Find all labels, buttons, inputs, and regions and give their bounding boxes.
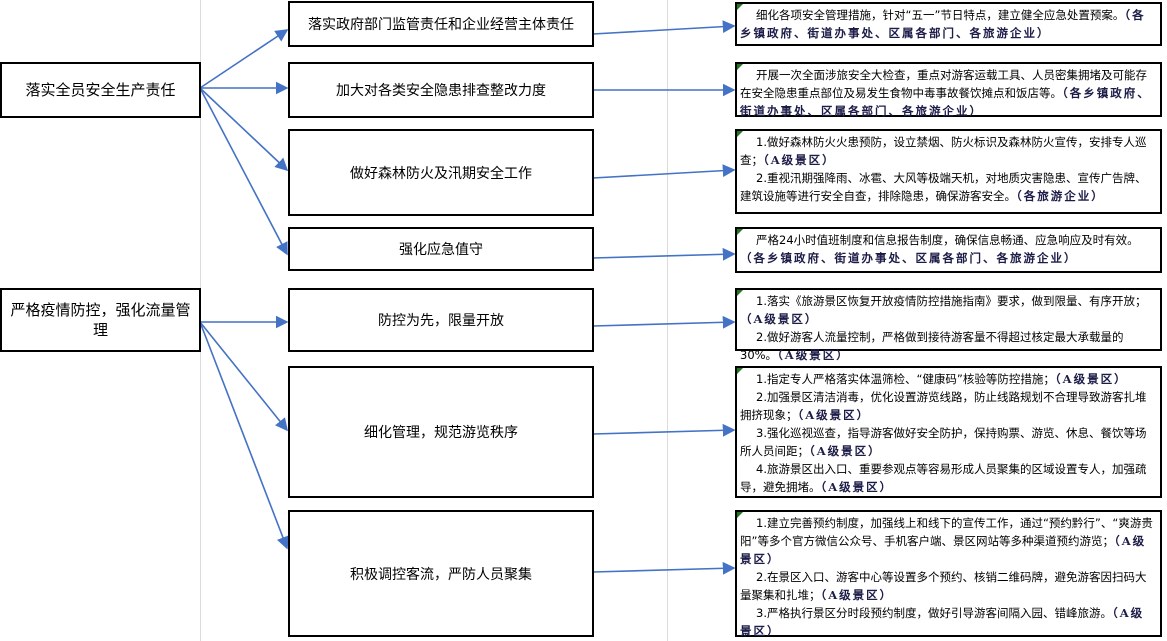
category-label: 落实全员安全生产责任 (25, 81, 176, 99)
detail-paragraph: 2.重视汛期强降雨、冰雹、大风等极端天机，对地质灾害隐患、宣传广告牌、建筑设施等… (740, 169, 1157, 205)
arrow (592, 561, 736, 575)
arrow (199, 29, 289, 89)
grid-line (667, 0, 668, 641)
measure-label: 加大对各类安全隐患排查整改力度 (336, 83, 546, 99)
detail-text: 2.做好游客人流量控制，严格做到接待游客量不得超过核定最大承载量的30%。 (740, 330, 1124, 362)
detail-box: 开展一次全面涉旅安全大检查，重点对游客运载工具、人员密集拥堵及可能存在安全隐患重… (735, 62, 1162, 120)
category-box: 严格疫情防控，强化流量管理 (0, 288, 201, 352)
detail-paragraph: 1.做好森林防火火患预防，设立禁烟、防火标识及森林防火宣传，安排专人巡查；（A级… (740, 133, 1157, 169)
detail-text: 2.加强景区清洁消毒，优化设置游览线路，防止线路规划不合理导致游客扎堆拥挤现象； (740, 390, 1147, 422)
detail-text: 细化各项安全管理措施，针对“五一”节日特点，建立健全应急处置预案。 (756, 8, 1125, 22)
detail-text: 1.建立完善预约制度，加强线上和线下的宣传工作，通过“预约黔行”、“爽游贵阳”等… (740, 516, 1153, 548)
detail-paragraph: 3.强化巡视巡查，指导游客做好安全防护，保持购票、游览、休息、餐饮等场所人员间距… (740, 424, 1157, 460)
detail-box: 1.指定专人严格落实体温筛检、“健康码”核验等防控措施；（A级景区）2.加强景区… (735, 366, 1162, 498)
detail-paragraph: 2.做好游客人流量控制，严格做到接待游客量不得超过核定最大承载量的30%。（A级… (740, 328, 1157, 364)
detail-text: 1.指定专人严格落实体温筛检、“健康码”核验等防控措施； (756, 372, 1055, 386)
category-box: 落实全员安全生产责任 (0, 62, 201, 118)
detail-box: 1.做好森林防火火患预防，设立禁烟、防火标识及森林防火宣传，安排专人巡查；（A级… (735, 129, 1162, 214)
measure-box: 积极调控客流，严防人员聚集 (288, 510, 594, 637)
cell-comment-marker (737, 64, 743, 70)
measure-box: 做好森林防火及汛期安全工作 (288, 129, 594, 216)
detail-paragraph: 开展一次全面涉旅安全大检查，重点对游客运载工具、人员密集拥堵及可能存在安全隐患重… (740, 66, 1157, 120)
cell-comment-marker (737, 290, 743, 296)
responsible-party-tag: （A级景区） (820, 588, 894, 602)
responsible-party-tag: （A级景区） (763, 153, 836, 167)
detail-box: 1.落实《旅游景区恢复开放疫情防控措施指南》要求，做到限量、有序开放； （A级景区… (735, 288, 1162, 362)
responsible-party-tag: （各旅游企业） (1016, 189, 1105, 203)
detail-paragraph: 1.建立完善预约制度，加强线上和线下的宣传工作，通过“预约黔行”、“爽游贵阳”等… (740, 514, 1157, 568)
detail-paragraph: 2.在景区入口、游客中心等设置多个预约、核销二维码牌，避免游客因扫码大量聚集和扎… (740, 568, 1157, 604)
responsible-party-tag: （A级景区） (740, 312, 819, 326)
detail-text: 3.强化巡视巡查，指导游客做好安全防护，保持购票、游览、休息、餐饮等场所人员间距… (740, 426, 1147, 458)
detail-paragraph: 严格24小时值班制度和信息报告制度，确保信息畅通、应急响应及时有效。 （各乡镇政府… (740, 231, 1157, 267)
detail-text: 严格24小时值班制度和信息报告制度，确保信息畅通、应急响应及时有效。 (756, 233, 1139, 247)
detail-text: 1.落实《旅游景区恢复开放疫情防控措施指南》要求，做到限量、有序开放； (756, 294, 1147, 308)
detail-paragraph: 4.旅游景区出入口、重要参观点等容易形成人员聚集的区域设置专人，加强疏导，避免拥… (740, 460, 1157, 496)
detail-box: 细化各项安全管理措施，针对“五一”节日特点，建立健全应急处置预案。（各乡镇政府、… (735, 2, 1162, 46)
detail-box: 严格24小时值班制度和信息报告制度，确保信息畅通、应急响应及时有效。 （各乡镇政府… (735, 227, 1162, 273)
responsible-party-tag: （A级景区） (820, 480, 894, 494)
cell-comment-marker (737, 229, 743, 235)
measure-label: 落实政府部门监管责任和企业经营主体责任 (308, 17, 574, 33)
arrow (592, 423, 736, 437)
measure-box: 加大对各类安全隐患排查整改力度 (288, 62, 594, 118)
measure-box: 细化管理，规范游览秩序 (288, 366, 594, 498)
arrow (199, 321, 289, 432)
detail-text: 3.严格执行景区分时段预约制度，做好引导游客间隔入园、错峰旅游。 (756, 606, 1112, 620)
detail-paragraph: 1.指定专人严格落实体温筛检、“健康码”核验等防控措施；（A级景区） (740, 370, 1157, 388)
arrow (592, 20, 736, 35)
responsible-party-tag: （各乡镇政府、街道办事处、区属各部门、各旅游企业） (740, 86, 1151, 118)
detail-text: 2.在景区入口、游客中心等设置多个预约、核销二维码牌，避免游客因扫码大量聚集和扎… (740, 570, 1147, 602)
detail-text: 1.做好森林防火火患预防，设立禁烟、防火标识及森林防火宣传，安排专人巡查； (740, 135, 1147, 167)
measure-box: 落实政府部门监管责任和企业经营主体责任 (288, 1, 594, 47)
measure-label: 强化应急值守 (399, 242, 483, 258)
arrow (199, 321, 289, 550)
detail-paragraph: 细化各项安全管理措施，针对“五一”节日特点，建立健全应急处置预案。（各乡镇政府、… (740, 6, 1157, 42)
detail-box: 1.建立完善预约制度，加强线上和线下的宣传工作，通过“预约黔行”、“爽游贵阳”等… (735, 510, 1162, 640)
measure-label: 防控为先，限量开放 (378, 313, 504, 329)
detail-text: 4.旅游景区出入口、重要参观点等容易形成人员聚集的区域设置专人，加强疏导，避免拥… (740, 462, 1147, 494)
arrow (592, 164, 736, 179)
responsible-party-tag: （A级景区） (809, 444, 882, 458)
detail-paragraph: 3.严格执行景区分时段预约制度，做好引导游客间隔入园、错峰旅游。（A级景区） (740, 604, 1157, 640)
measure-label: 细化管理，规范游览秩序 (364, 425, 518, 441)
measure-label: 做好森林防火及汛期安全工作 (350, 165, 532, 182)
responsible-party-tag: （A级景区） (777, 348, 850, 362)
arrow (592, 247, 736, 261)
arrow (199, 87, 288, 256)
responsible-party-tag: （各乡镇政府、街道办事处、区属各部门、各旅游企业） (740, 251, 1078, 265)
measure-label: 积极调控客流，严防人员聚集 (350, 566, 532, 583)
detail-text: 开展一次全面涉旅安全大检查，重点对游客运载工具、人员密集拥堵及可能存在安全隐患重… (740, 68, 1147, 100)
responsible-party-tag: （A级景区） (1054, 372, 1128, 386)
category-label: 严格疫情防控，强化流量管理 (10, 301, 191, 339)
responsible-party-tag: （A级景区） (740, 606, 1145, 638)
detail-paragraph: 1.落实《旅游景区恢复开放疫情防控措施指南》要求，做到限量、有序开放； （A级景区… (740, 292, 1157, 328)
detail-text: 2.重视汛期强降雨、冰雹、大风等极端天机，对地质灾害隐患、宣传广告牌、建筑设施等… (740, 171, 1147, 203)
cell-comment-marker (737, 368, 743, 374)
cell-comment-marker (737, 4, 743, 10)
responsible-party-tag: （各乡镇政府、街道办事处、区属各部门、各旅游企业） (740, 8, 1146, 40)
arrow (592, 315, 736, 329)
cell-comment-marker (737, 131, 743, 137)
cell-comment-marker (737, 512, 743, 518)
responsible-party-tag: （A级景区） (797, 408, 871, 422)
measure-box: 强化应急值守 (288, 227, 594, 271)
measure-box: 防控为先，限量开放 (288, 288, 594, 352)
detail-paragraph: 2.加强景区清洁消毒，优化设置游览线路，防止线路规划不合理导致游客扎堆拥挤现象；… (740, 388, 1157, 424)
responsible-party-tag: （A级景区） (740, 534, 1147, 566)
arrow (199, 87, 289, 172)
